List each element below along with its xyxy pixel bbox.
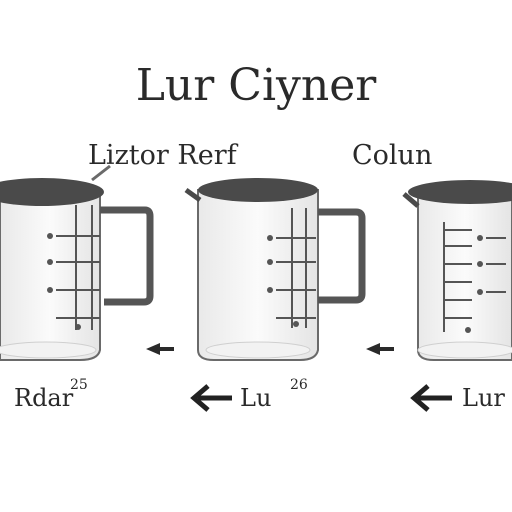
caption-superscript: 26 bbox=[290, 377, 308, 393]
measuring-cup-icon bbox=[0, 164, 154, 361]
left-arrow-icon bbox=[146, 343, 174, 355]
measuring-cup-icon bbox=[184, 178, 366, 361]
caption-text: Lu bbox=[240, 384, 272, 412]
diagram-title: Lur Ciyner bbox=[135, 60, 377, 111]
measuring-cup-icon bbox=[402, 180, 512, 361]
caption-superscript: 25 bbox=[70, 377, 88, 393]
caption-text: Rdar bbox=[14, 384, 74, 412]
caption-text: Lur bbox=[462, 384, 505, 412]
left-arrow-icon bbox=[366, 343, 394, 355]
left-arrow-icon bbox=[410, 384, 452, 412]
cup-label-left: Liztor Rerf bbox=[88, 140, 237, 171]
cup-label-right: Colun bbox=[352, 140, 433, 171]
left-arrow-icon bbox=[190, 384, 232, 412]
